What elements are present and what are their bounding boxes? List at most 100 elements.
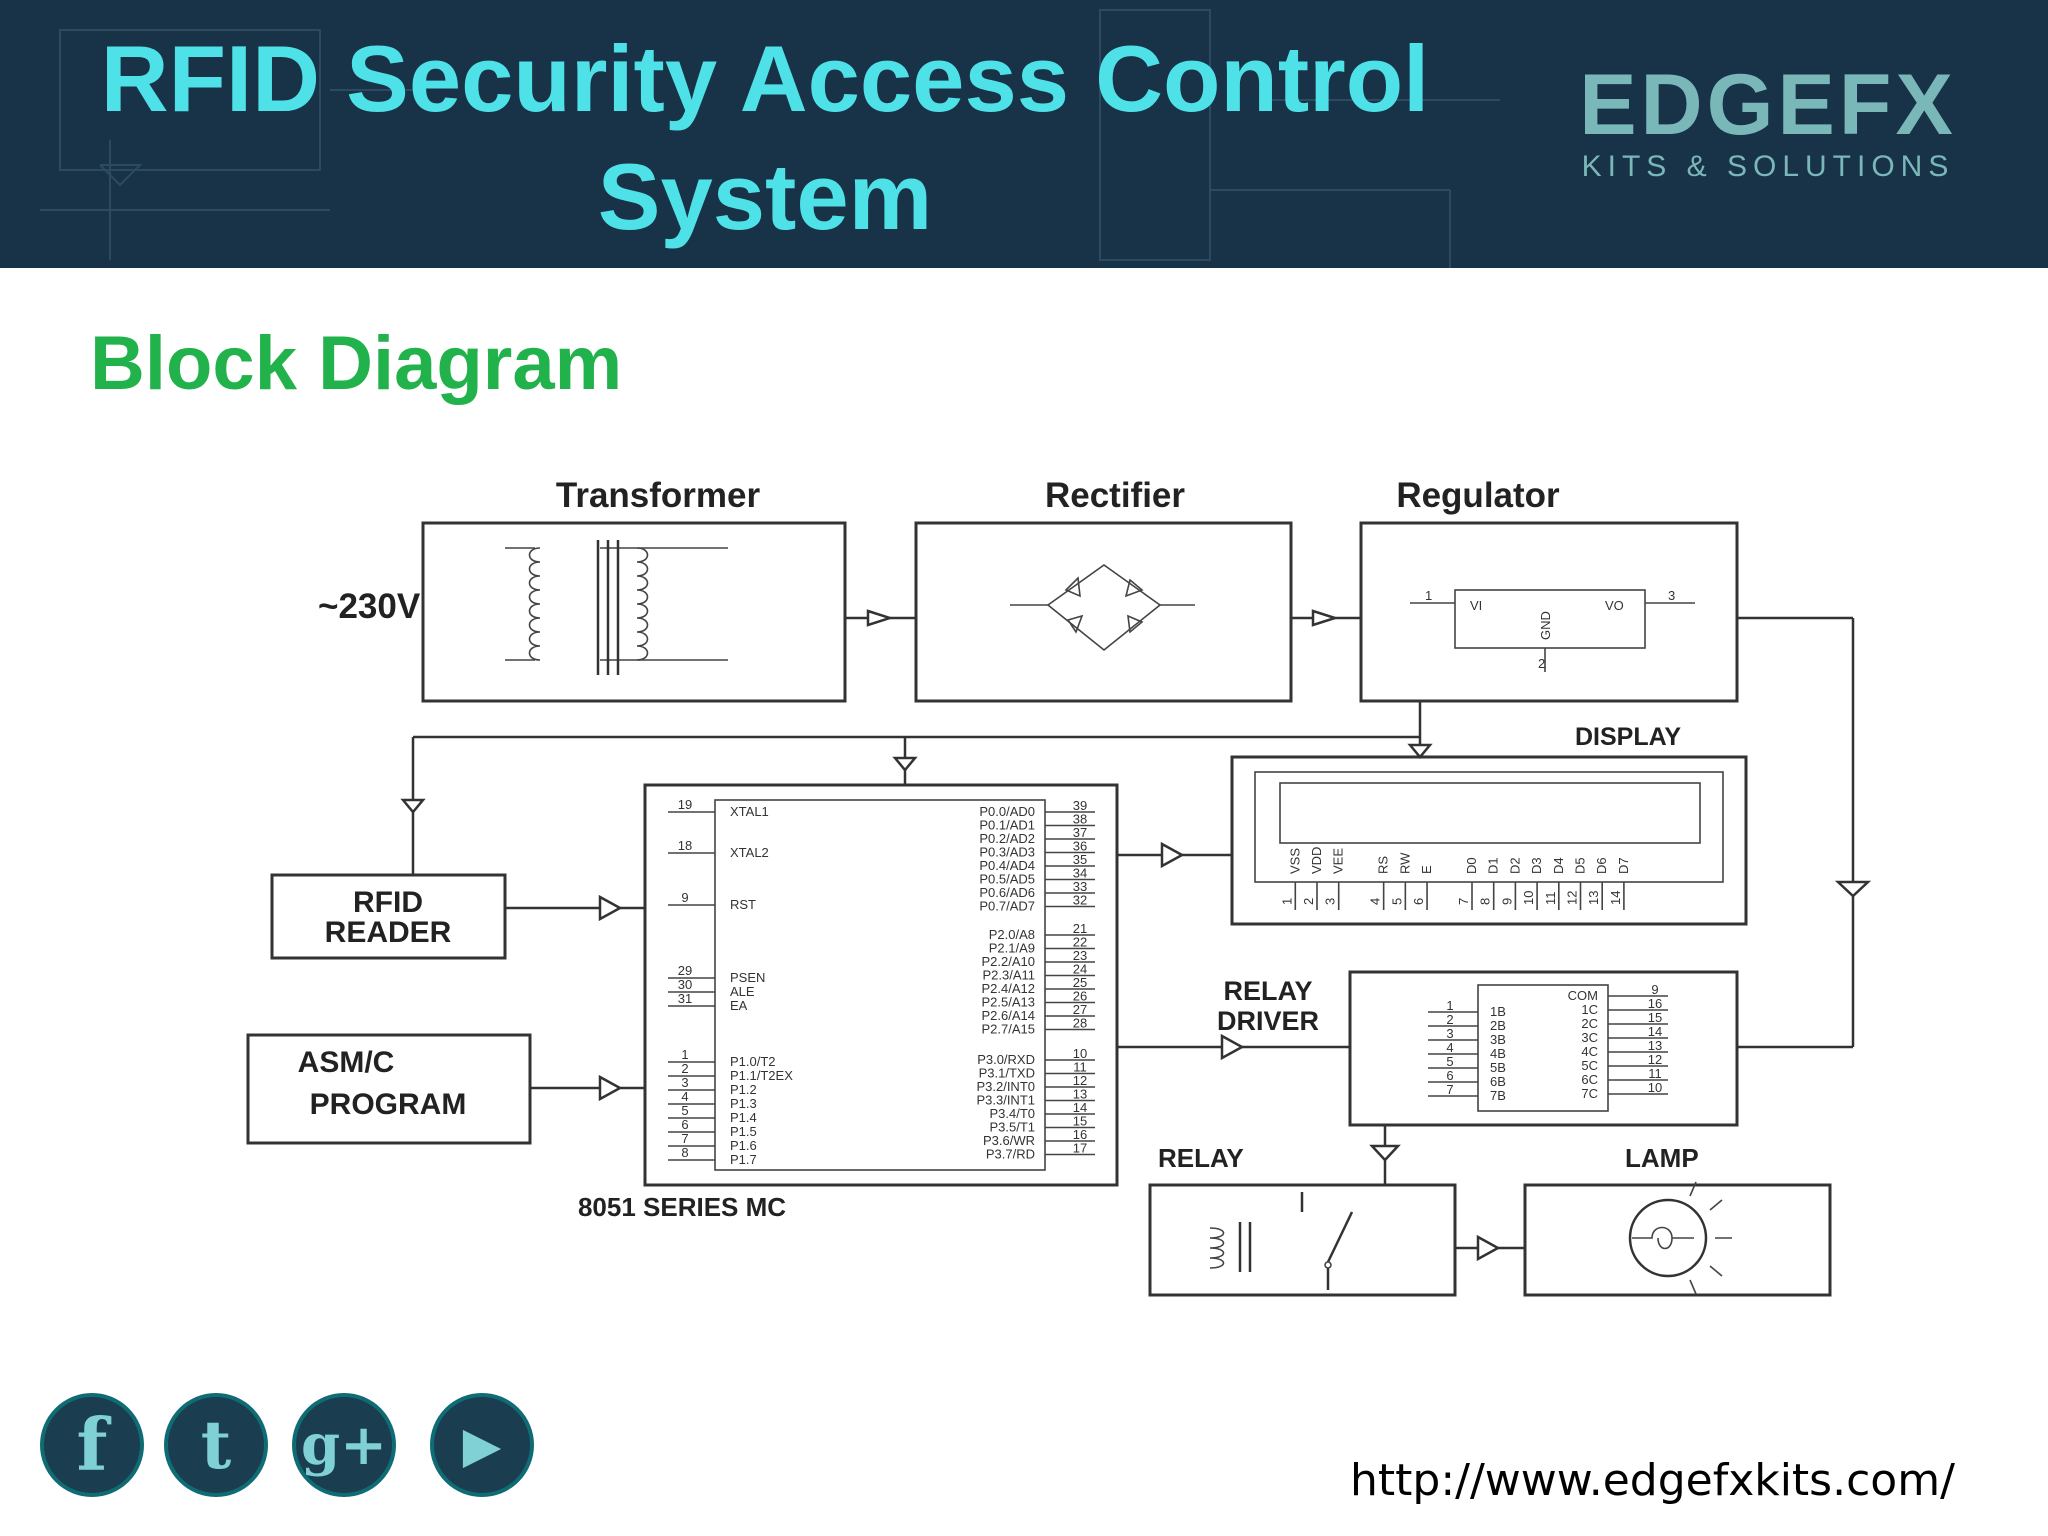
lcd-pin-number: 11 <box>1543 892 1558 906</box>
uln-pin-name: 7C <box>1581 1086 1598 1101</box>
mc-pin-name: XTAL2 <box>730 845 769 860</box>
mc-pin-number: 39 <box>1073 798 1087 813</box>
mc-pin-number: 13 <box>1073 1087 1087 1102</box>
mc-pin-name: P3.3/INT1 <box>976 1093 1035 1108</box>
mc-pin-name: PSEN <box>730 970 765 985</box>
arrow-rectifier-regulator <box>1311 609 1340 627</box>
mc-pin-number: 14 <box>1073 1100 1087 1115</box>
regulator-label: Regulator <box>1396 476 1560 515</box>
mc-label: 8051 SERIES MC <box>578 1192 786 1222</box>
facebook-icon[interactable]: f <box>40 1393 144 1497</box>
lcd-pin-number: 6 <box>1411 898 1426 905</box>
mc-chip <box>714 799 1046 1171</box>
mc-pin-name: P1.5 <box>730 1124 757 1139</box>
mc-pin-name: P0.6/AD6 <box>979 885 1035 900</box>
arrow-power-relay-driver <box>1834 880 1872 898</box>
asm-label-1: ASM/C <box>298 1046 395 1079</box>
lcd-pin-name: VDD <box>1309 847 1324 874</box>
website-link[interactable]: http://www.edgefxkits.com/ <box>1350 1455 1955 1506</box>
google-plus-icon[interactable]: g+ <box>292 1393 396 1497</box>
section-title: Block Diagram <box>90 321 623 406</box>
rectifier-box <box>914 521 1293 703</box>
mc-pin-name: P1.7 <box>730 1152 757 1167</box>
mc-pin-number: 28 <box>1073 1016 1087 1031</box>
uln-pin-name: 5B <box>1490 1060 1506 1075</box>
uln-pin-name: 2B <box>1490 1018 1506 1033</box>
mc-pin-number: 7 <box>681 1131 688 1146</box>
uln-pin-name: 6C <box>1581 1072 1598 1087</box>
twitter-icon[interactable]: t <box>164 1393 268 1497</box>
mc-pin-number: 11 <box>1073 1060 1087 1075</box>
mc-pin-number: 18 <box>678 838 692 853</box>
mc-pin-name: P3.1/TXD <box>979 1066 1035 1081</box>
mc-pin-name: P2.2/A10 <box>982 954 1036 969</box>
mc-pin-name: P1.4 <box>730 1110 757 1125</box>
lcd-pin-name: D7 <box>1616 857 1631 874</box>
lcd-pin-name: D6 <box>1594 857 1609 874</box>
uln-pin-number: 13 <box>1648 1038 1662 1053</box>
uln-pin-number: 3 <box>1446 1026 1453 1041</box>
rfid-reader-label-1: RFID <box>353 886 423 919</box>
arrow-mc-display <box>1160 841 1185 869</box>
arrow-power-display <box>1407 743 1433 759</box>
uln-pin-number: 7 <box>1446 1082 1453 1097</box>
display-label: DISPLAY <box>1575 723 1681 751</box>
mc-pin-number: 10 <box>1073 1046 1087 1061</box>
mc-pin-name: P3.7/RD <box>986 1147 1035 1162</box>
lcd-pin-number: 4 <box>1368 898 1383 905</box>
rfid-reader-box <box>270 873 507 960</box>
header-banner: RFID Security Access Control System EDGE… <box>0 0 2048 268</box>
lcd-pin-number: 3 <box>1323 898 1338 905</box>
uln-pin-name: 1B <box>1490 1004 1506 1019</box>
mc-pin-name: P1.0/T2 <box>730 1054 776 1069</box>
lcd-pin-number: 8 <box>1478 898 1493 905</box>
lcd-pin-number: 13 <box>1586 891 1601 905</box>
mc-pin-number: 36 <box>1073 839 1087 854</box>
uln-pin-name: 1C <box>1581 1002 1598 1017</box>
logo-tagline: KITS & SOLUTIONS <box>1581 150 1955 183</box>
uln-chip <box>1477 984 1609 1112</box>
arrow-transformer-rectifier <box>866 609 895 627</box>
regulator-pin3: 3 <box>1668 588 1675 603</box>
rfid-reader-label-2: READER <box>325 916 452 949</box>
arrow-mc-relay-driver <box>1220 1033 1245 1061</box>
uln-pin-number: 4 <box>1446 1040 1453 1055</box>
uln-pin-name: 5C <box>1581 1058 1598 1073</box>
arrow-power-rfid <box>400 798 426 814</box>
uln-pin-name: COM <box>1568 988 1598 1003</box>
mc-pin-number: 24 <box>1073 962 1087 977</box>
mc-pin-number: 19 <box>678 797 692 812</box>
circuit-background <box>40 9 1500 268</box>
mc-pin-name: EA <box>730 998 748 1013</box>
lcd-pin-number: 14 <box>1608 891 1623 905</box>
mc-pin-number: 21 <box>1073 921 1087 936</box>
regulator-box <box>1359 521 1739 703</box>
page-title: RFID Security Access Control System <box>100 26 1430 249</box>
uln-pin-number: 11 <box>1648 1066 1662 1081</box>
lcd-pin-number: 2 <box>1301 898 1316 905</box>
mc-pin-number: 6 <box>681 1117 688 1132</box>
mc-pin-number: 30 <box>678 977 692 992</box>
lamp-box <box>1523 1183 1832 1297</box>
uln-pin-name: 4B <box>1490 1046 1506 1061</box>
mc-pin-number: 4 <box>681 1089 688 1104</box>
mc-outer-box <box>643 783 1119 1187</box>
lamp-icon <box>1628 1181 1732 1295</box>
mc-pin-number: 8 <box>681 1145 688 1160</box>
regulator-pin1: 1 <box>1425 588 1432 603</box>
transformer-label: Transformer <box>556 476 761 515</box>
youtube-play-icon[interactable]: ▶ <box>430 1393 534 1497</box>
uln-pin-number: 10 <box>1648 1080 1662 1095</box>
mc-pin-name: P0.7/AD7 <box>979 899 1035 914</box>
mc-pin-number: 17 <box>1073 1141 1087 1156</box>
mc-pin-name: RST <box>730 897 756 912</box>
display-box <box>1230 755 1748 926</box>
mc-pin-name: P2.3/A11 <box>982 968 1035 983</box>
uln-pin-number: 15 <box>1648 1010 1662 1025</box>
regulator-ic-icon: VI VO GND 1 2 3 <box>1410 588 1695 672</box>
lcd-pin-name: RS <box>1376 856 1391 874</box>
mc-pin-name: P0.2/AD2 <box>979 831 1035 846</box>
lcd-pin-name: VEE <box>1331 848 1346 874</box>
